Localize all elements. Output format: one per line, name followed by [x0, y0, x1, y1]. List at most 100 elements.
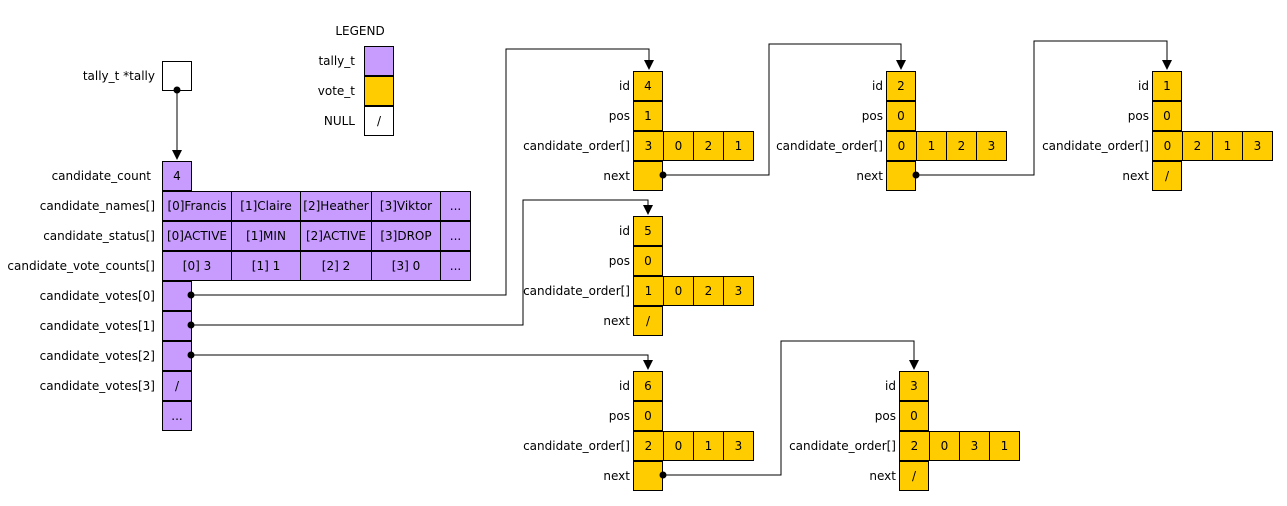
vote-next-cell — [633, 461, 663, 491]
vote-pos-label: pos — [608, 254, 630, 268]
candidate-order-cell: 1 — [989, 431, 1020, 461]
candidate-status-cell: [1]MIN — [231, 221, 301, 251]
vote-next-label: next — [603, 469, 630, 483]
candidate-order-cell: 2 — [899, 431, 930, 461]
candidate-order-cell: 3 — [723, 431, 754, 461]
candidate-name-cell: [0]Francis — [162, 191, 232, 221]
vote-order-label: candidate_order[] — [776, 139, 883, 153]
candidate-votes-2-cell — [162, 341, 192, 371]
candidate-status-cell: [0]ACTIVE — [162, 221, 232, 251]
vote-order-label: candidate_order[] — [523, 139, 630, 153]
vote-id-label: id — [885, 379, 896, 393]
tally-pointer-arrow — [172, 86, 182, 160]
vote-pos-cell: 0 — [633, 246, 663, 276]
candidate-order-cell: 2 — [1182, 131, 1213, 161]
candidate-name-cell: [1]Claire — [231, 191, 301, 221]
legend-label-vote: vote_t — [317, 84, 355, 98]
legend-title: LEGEND — [335, 24, 385, 38]
vote-next-label: next — [603, 314, 630, 328]
vote-id-cell: 2 — [886, 71, 916, 101]
vote-id-label: id — [872, 79, 883, 93]
vote-id-cell: 3 — [899, 371, 929, 401]
vote-id-label: id — [619, 224, 630, 238]
candidate-order-cell: 2 — [633, 431, 664, 461]
candidate-order-cell: 2 — [693, 131, 724, 161]
legend-swatch-vote — [364, 76, 394, 106]
candidate-status-label: candidate_status[] — [43, 229, 155, 243]
candidate-status-cell: ... — [440, 221, 471, 251]
candidate-vote-count-cell: [3] 0 — [371, 251, 441, 281]
candidate-votes-1-cell — [162, 311, 192, 341]
candidate-order-cell: 0 — [886, 131, 917, 161]
candidate-order-cell: 1 — [693, 431, 724, 461]
candidate-vote-count-cell: [1] 1 — [231, 251, 301, 281]
vote-id-label: id — [1138, 79, 1149, 93]
candidate-vote-count-cell: [2] 2 — [300, 251, 372, 281]
legend-swatch-null: / — [364, 106, 394, 136]
candidate-order-cell: 0 — [1152, 131, 1183, 161]
vote-next-cell: / — [1152, 161, 1182, 191]
vote-next-cell: / — [633, 306, 663, 336]
vote-pos-label: pos — [874, 409, 896, 423]
vote-pos-label: pos — [1127, 109, 1149, 123]
vote-pos-cell: 1 — [633, 101, 663, 131]
vote-pos-cell: 0 — [899, 401, 929, 431]
vote-id-label: id — [619, 79, 630, 93]
vote-pos-label: pos — [608, 109, 630, 123]
candidate-votes-1-label: candidate_votes[1] — [39, 319, 155, 333]
candidate-votes-3-label: candidate_votes[3] — [39, 379, 155, 393]
vote-id-cell: 1 — [1152, 71, 1182, 101]
vote-next-label: next — [869, 469, 896, 483]
candidate-names-label: candidate_names[] — [39, 199, 155, 213]
legend-label-tally: tally_t — [318, 54, 355, 68]
vote-id-cell: 4 — [633, 71, 663, 101]
candidate-name-cell: [3]Viktor — [371, 191, 441, 221]
candidate-count-label: candidate_count — [51, 169, 151, 183]
vote-order-label: candidate_order[] — [1042, 139, 1149, 153]
candidate-votes-more-cell: ... — [162, 401, 192, 431]
candidate-order-cell: 3 — [976, 131, 1007, 161]
vote-order-label: candidate_order[] — [523, 284, 630, 298]
candidate-order-cell: 1 — [633, 276, 664, 306]
vote-pos-cell: 0 — [1152, 101, 1182, 131]
vote-next-label: next — [1122, 169, 1149, 183]
candidate-count-cell: 4 — [162, 161, 192, 191]
candidate-vote-count-cell: ... — [440, 251, 471, 281]
candidate-order-cell: 3 — [1242, 131, 1273, 161]
candidate-votes-0-label: candidate_votes[0] — [39, 289, 155, 303]
candidate-votes-0-cell — [162, 281, 192, 311]
vote-next-cell — [633, 161, 663, 191]
legend-swatch-tally — [364, 46, 394, 76]
candidate-status-cell: [2]ACTIVE — [300, 221, 372, 251]
vote-pos-label: pos — [861, 109, 883, 123]
candidate-order-cell: 1 — [916, 131, 947, 161]
candidate-name-cell: ... — [440, 191, 471, 221]
vote-next-label: next — [603, 169, 630, 183]
candidate-order-cell: 0 — [663, 131, 694, 161]
legend-label-null: NULL — [323, 114, 355, 128]
tally-pointer-box — [162, 61, 192, 91]
vote-pos-cell: 0 — [886, 101, 916, 131]
candidate-order-cell: 3 — [959, 431, 990, 461]
vote-pos-cell: 0 — [633, 401, 663, 431]
candidate-order-cell: 0 — [929, 431, 960, 461]
candidate-votes-2-label: candidate_votes[2] — [39, 349, 155, 363]
candidate-vote-count-cell: [0] 3 — [162, 251, 232, 281]
candidate-name-cell: [2]Heather — [300, 191, 372, 221]
candidate-order-cell: 2 — [946, 131, 977, 161]
candidate-order-cell: 0 — [663, 276, 694, 306]
candidate-order-cell: 1 — [1212, 131, 1243, 161]
vote-next-cell: / — [899, 461, 929, 491]
vote-id-cell: 6 — [633, 371, 663, 401]
candidate-order-cell: 3 — [723, 276, 754, 306]
vote-order-label: candidate_order[] — [523, 439, 630, 453]
tally-pointer-label: tally_t *tally — [82, 69, 155, 83]
votes2-arrow — [187, 351, 653, 370]
candidate-order-cell: 2 — [693, 276, 724, 306]
candidate-vote-counts-label: candidate_vote_counts[] — [7, 259, 155, 273]
vote-order-label: candidate_order[] — [789, 439, 896, 453]
candidate-votes-3-cell: / — [162, 371, 192, 401]
vote-next-label: next — [856, 169, 883, 183]
candidate-order-cell: 0 — [663, 431, 694, 461]
candidate-order-cell: 3 — [633, 131, 664, 161]
